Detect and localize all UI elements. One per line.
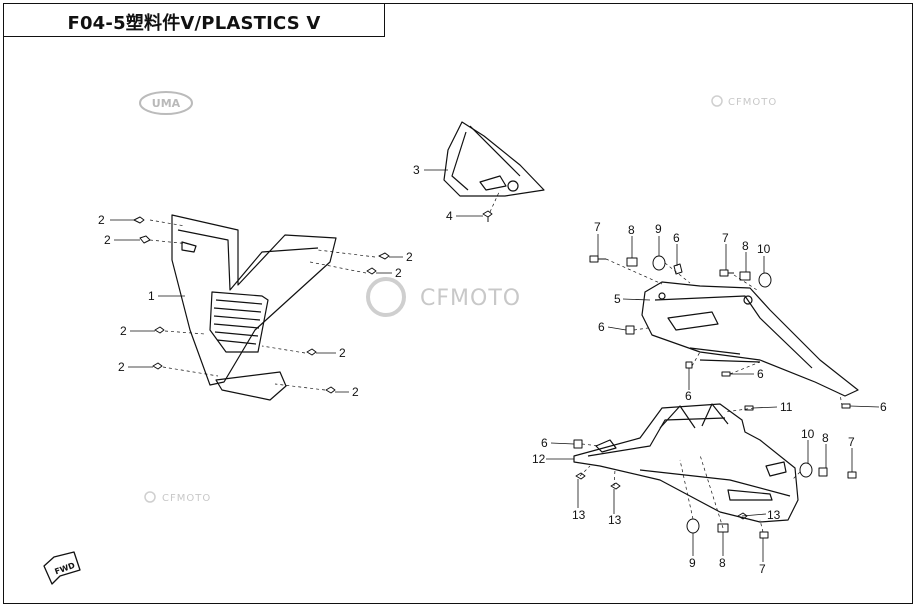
callout-12: 12	[532, 452, 546, 466]
cfmoto-large-text: CFMOTO	[420, 286, 521, 311]
callout-9: 9	[655, 222, 662, 236]
callout-2: 2	[120, 324, 127, 338]
leader-lines	[110, 169, 880, 562]
title-box: F04-5塑料件Ⅴ/PLASTICS Ⅴ	[3, 3, 385, 37]
callout-9: 9	[689, 556, 696, 570]
callout-3: 3	[413, 163, 420, 177]
callout-7: 7	[722, 231, 729, 245]
callout-2: 2	[352, 385, 359, 399]
callout-8: 8	[719, 556, 726, 570]
cfmoto-watermark-large: CFMOTO	[366, 277, 521, 317]
callout-11: 11	[780, 400, 793, 414]
callout-8: 8	[822, 431, 829, 445]
fasteners	[133, 210, 857, 539]
callout-2: 2	[98, 213, 105, 227]
part-3-bracket	[443, 121, 545, 197]
callout-10: 10	[757, 242, 771, 256]
callout-6: 6	[685, 389, 692, 403]
page-title: F04-5塑料件Ⅴ/PLASTICS Ⅴ	[67, 13, 321, 34]
callout-6: 6	[673, 231, 680, 245]
cfmoto-small-text-1: CFMOTO	[728, 97, 777, 108]
callout-13: 13	[767, 508, 781, 522]
part-12-lower-cover	[573, 403, 799, 523]
callout-7: 7	[594, 220, 601, 234]
callout-10: 10	[801, 427, 815, 441]
uma-logo-text: UMA	[152, 97, 181, 110]
callout-2: 2	[395, 266, 402, 280]
callout-2: 2	[118, 360, 125, 374]
drawing-frame	[3, 3, 913, 604]
callout-2: 2	[104, 233, 111, 247]
part-1-front-panel	[171, 214, 337, 401]
callout-13: 13	[572, 508, 586, 522]
callout-6: 6	[757, 367, 764, 381]
cfmoto-watermark-small-1: CFMOTO	[711, 95, 777, 108]
assembly-lines	[149, 189, 843, 533]
callout-5: 5	[614, 292, 621, 306]
callout-8: 8	[628, 223, 635, 237]
part-5-upper-cover	[641, 281, 859, 397]
callout-8: 8	[742, 239, 749, 253]
callout-6: 6	[598, 320, 605, 334]
callout-4: 4	[446, 209, 453, 223]
callout-6: 6	[880, 400, 887, 414]
callout-7: 7	[759, 562, 766, 576]
callout-7: 7	[848, 435, 855, 449]
callout-6: 6	[541, 436, 548, 450]
uma-logo	[139, 91, 193, 115]
callout-numbers: 2 2 1 2 2 2 2 2 2 3 4 7 8 9 6 7 8 10 5 6…	[98, 163, 887, 576]
cfmoto-watermark-small-2: CFMOTO	[144, 491, 211, 504]
cfmoto-small-text-2: CFMOTO	[162, 493, 211, 504]
callout-2: 2	[406, 250, 413, 264]
callout-13: 13	[608, 513, 622, 527]
callout-2: 2	[339, 346, 346, 360]
fwd-arrow-icon	[43, 551, 81, 585]
callout-1: 1	[148, 289, 155, 303]
